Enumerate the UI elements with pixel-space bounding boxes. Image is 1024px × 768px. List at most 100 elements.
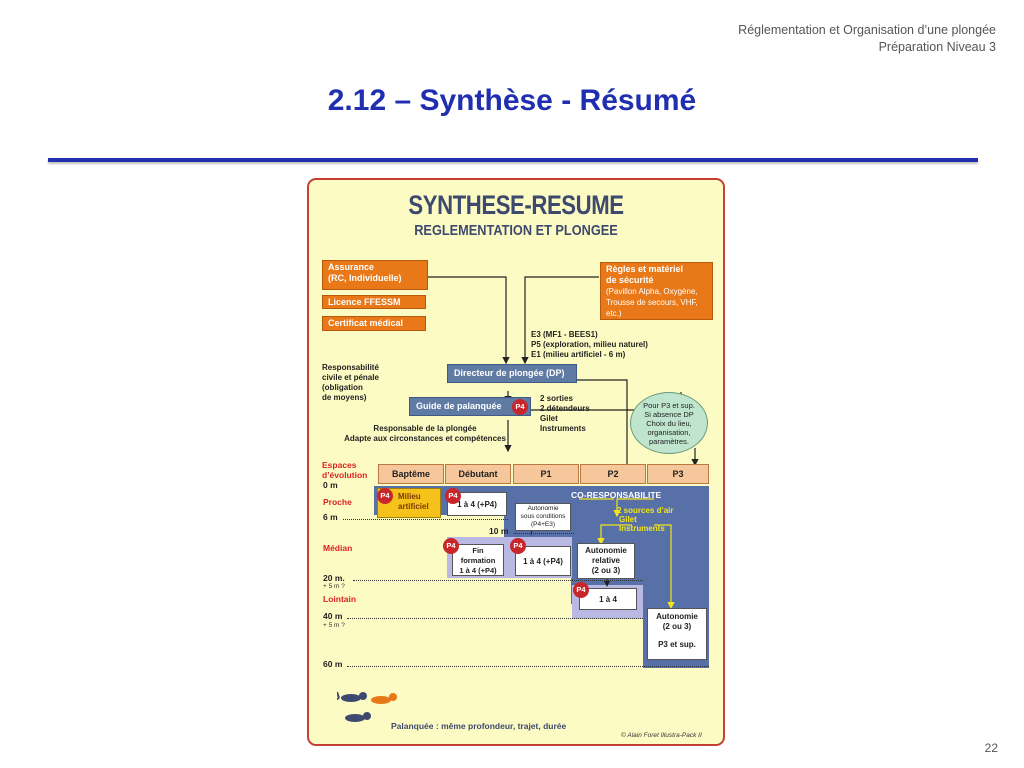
- sources-line-2: Gilet: [619, 515, 637, 524]
- bubble-line-3: Choix du lieu,: [646, 419, 692, 428]
- resp-plongee-line-2: Adapte aux circonstances et compétences: [344, 434, 506, 443]
- synthese-diagram: SYNTHESE-RESUME REGLEMENTATION ET PLONGE…: [307, 178, 725, 746]
- resp-line-3: (obligation: [322, 383, 363, 392]
- title-divider: [48, 158, 978, 162]
- auto-cond-line-2: sous conditions: [520, 513, 566, 520]
- regles-box: Règles et matériel de sécurité (Pavillon…: [600, 262, 713, 320]
- sources-air-text: 2 sources d’air Gilet Instruments: [617, 506, 673, 533]
- divers-illustration: [337, 691, 397, 722]
- level-bapteme: Baptême: [378, 464, 444, 484]
- p4-badge-p2: P4: [573, 582, 589, 598]
- fin-line-3: 1 à 4 (+P4): [459, 566, 497, 575]
- depth-6m: 6 m: [323, 512, 338, 522]
- resp-line-1: Responsabilité: [322, 363, 379, 372]
- autonomie-relative-box: Autonomie relative (2 ou 3): [577, 543, 635, 579]
- p1-median-box: 1 à 4 (+P4): [515, 546, 571, 576]
- auto-cond-line-3: (P4+E3): [530, 521, 556, 528]
- header-line-1: Réglementation et Organisation d’une plo…: [738, 23, 996, 37]
- fin-line-1: Fin: [472, 546, 484, 555]
- directeur-plongee-box: Directeur de plongée (DP): [447, 364, 577, 383]
- autonomie-p3-box: Autonomie (2 ou 3) P3 et sup.: [647, 608, 707, 660]
- header-line-2: Préparation Niveau 3: [878, 40, 996, 54]
- depth-10m: 10 m: [489, 526, 509, 536]
- depth-6m-line: [343, 519, 508, 520]
- auto-rel-line-3: (2 ou 3): [591, 566, 621, 575]
- sources-line-3: Instruments: [619, 524, 665, 533]
- depth-40m-line: [347, 618, 643, 619]
- p4-badge-bapteme: P4: [377, 488, 393, 504]
- depth-60m-line: [347, 666, 709, 667]
- p4-badge-fin: P4: [443, 538, 459, 554]
- depth-20m-line: [353, 580, 643, 581]
- palanquee-caption: Palanquée : même profondeur, trajet, dur…: [391, 721, 567, 731]
- equip-line-1: 2 sorties: [540, 394, 573, 403]
- level-p1: P1: [513, 464, 579, 484]
- depth-60m: 60 m: [323, 659, 343, 669]
- coresponsabilite-label: CO-RESPONSABILITE: [571, 490, 662, 500]
- p4-badge-p1: P4: [510, 538, 526, 554]
- licence-box: Licence FFESSM: [322, 295, 426, 309]
- assurance-label: Assurance: [328, 262, 375, 272]
- equip-line-4: Instruments: [540, 424, 586, 433]
- resp-line-4: de moyens): [322, 393, 367, 402]
- equip-line-2: 2 détendeurs: [540, 404, 590, 413]
- zone-median: Médian: [323, 543, 353, 553]
- sources-line-1: 2 sources d’air: [617, 506, 674, 515]
- regles-line-3: (Pavillon Alpha, Oxygène,: [606, 287, 698, 296]
- assurance-box: Assurance (RC, Individuelle): [322, 260, 428, 290]
- qualifications-text: E3 (MF1 - BEES1) P5 (exploration, milieu…: [531, 330, 648, 360]
- equipement-text: 2 sorties 2 détendeurs Gilet Instruments: [540, 394, 590, 434]
- espaces-evolution-label: Espaces d’évolution: [322, 460, 367, 480]
- guide-palanquee-box: Guide de palanquée: [409, 397, 531, 416]
- auto-cond-line-1: Autonomie: [527, 505, 559, 512]
- guide-label: Guide de palanquée: [416, 401, 502, 411]
- p2-lointain-box: 1 à 4: [579, 588, 637, 610]
- diagram-subtitle: REGLEMENTATION ET PLONGEE: [414, 222, 618, 239]
- espaces-line-2: d’évolution: [322, 470, 368, 480]
- depth-plus5-b: + 5 m ?: [323, 622, 345, 629]
- p3-bubble: Pour P3 et sup. Si absence DP Choix du l…: [630, 392, 708, 454]
- fin-formation-box: Fin formation 1 à 4 (+P4): [452, 544, 504, 576]
- level-p2: P2: [580, 464, 646, 484]
- diagram-title: SYNTHESE-RESUME: [408, 190, 624, 220]
- regles-line-5: etc.): [606, 309, 622, 318]
- bubble-line-1: Pour P3 et sup.: [643, 401, 695, 410]
- slide-title: 2.12 – Synthèse - Résumé: [327, 84, 697, 117]
- equip-line-3: Gilet: [540, 414, 558, 423]
- depth-0m: 0 m: [323, 480, 338, 490]
- responsable-plongee-text: Responsable de la plongée Adapte aux cir…: [326, 424, 524, 444]
- autonomie-conditions-box: Autonomie sous conditions (P4+E3): [515, 503, 571, 531]
- credit-text: © Alain Foret Illustra-Pack II: [621, 732, 702, 739]
- depth-10m-line: [514, 533, 574, 534]
- auto-p3-line-3: P3 et sup.: [658, 640, 696, 649]
- espaces-line-1: Espaces: [322, 460, 357, 470]
- resp-plongee-line-1: Responsable de la plongée: [373, 424, 477, 433]
- bubble-line-5: paramètres.: [648, 437, 690, 446]
- auto-p3-line-2: (2 ou 3): [662, 622, 692, 631]
- p4-badge-debutant: P4: [445, 488, 461, 504]
- qualif-line-1: E3 (MF1 - BEES1): [531, 330, 598, 339]
- fin-line-2: formation: [460, 556, 496, 565]
- bubble-line-4: organisation,: [647, 428, 691, 437]
- level-debutant: Débutant: [445, 464, 511, 484]
- assurance-detail: (RC, Individuelle): [328, 273, 402, 283]
- qualif-line-2: P5 (exploration, milieu naturel): [531, 340, 648, 349]
- auto-rel-line-1: Autonomie: [585, 546, 627, 555]
- regles-line-2: de sécurité: [606, 275, 654, 285]
- regles-line-1: Règles et matériel: [606, 264, 684, 274]
- depth-40m: 40 m: [323, 611, 343, 621]
- depth-plus5-a: + 5 m ?: [323, 583, 345, 590]
- depth-20m: 20 m.: [323, 573, 345, 583]
- milieu-line-1: Milieu: [398, 492, 421, 501]
- resp-line-2: civile et pénale: [322, 373, 379, 382]
- zone-lointain: Lointain: [323, 594, 357, 604]
- milieu-line-2: artificiel: [398, 502, 429, 511]
- regles-line-4: Trousse de secours, VHF,: [606, 298, 698, 307]
- slide-header: Réglementation et Organisation d’une plo…: [738, 22, 996, 56]
- auto-rel-line-2: relative: [591, 556, 621, 565]
- bubble-line-2: Si absence DP: [644, 410, 694, 419]
- level-p3: P3: [647, 464, 709, 484]
- responsabilite-text: Responsabilité civile et pénale (obligat…: [322, 363, 379, 403]
- zone-proche: Proche: [323, 497, 352, 507]
- auto-p3-line-1: Autonomie: [656, 612, 698, 621]
